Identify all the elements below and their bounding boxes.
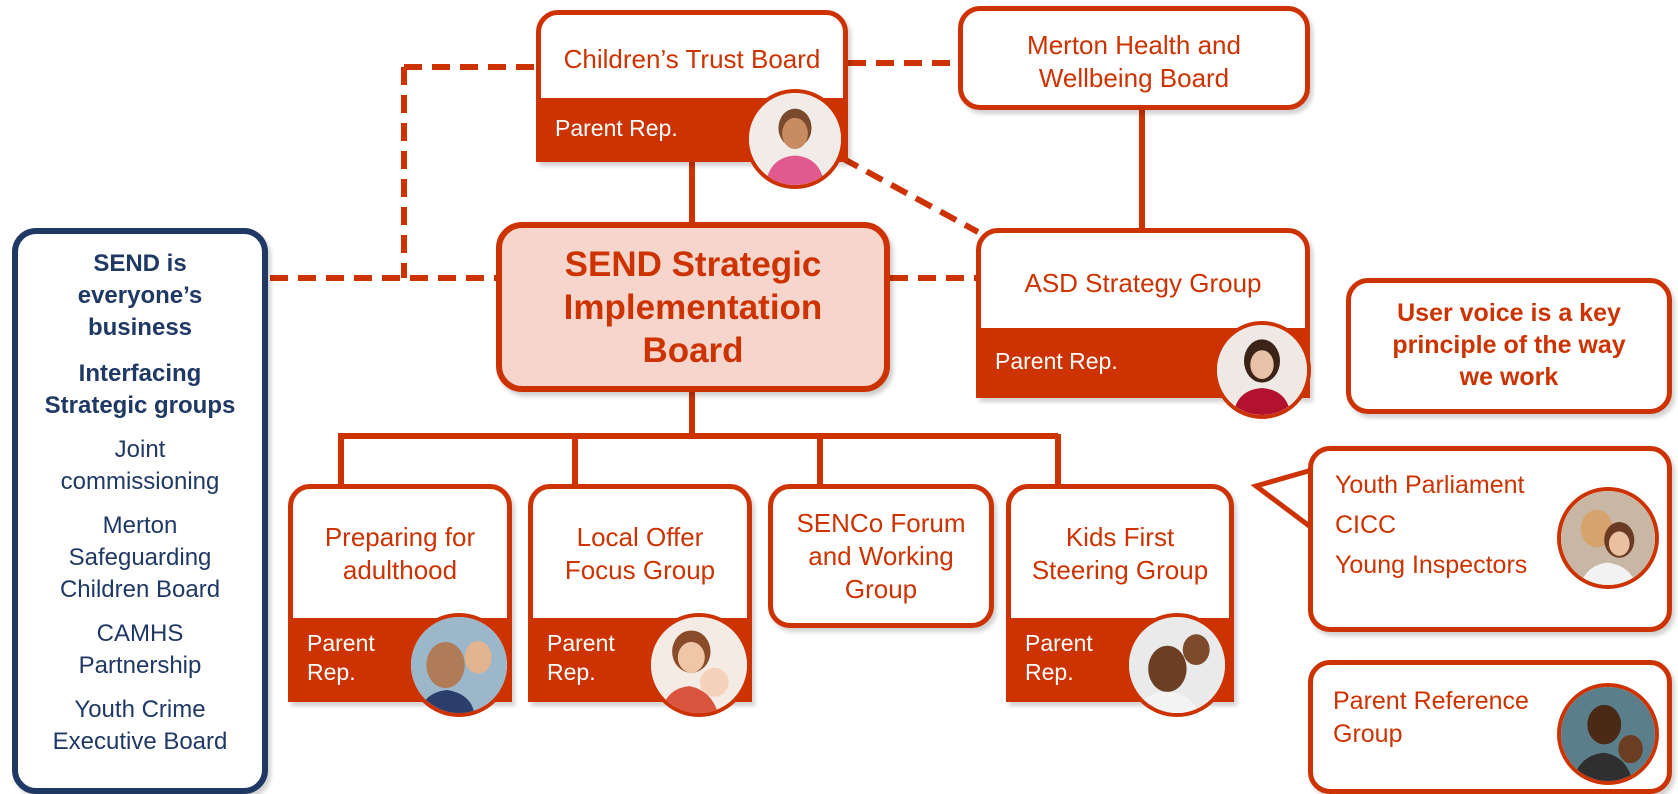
left-panel-interfacing-groups: SEND is everyone’s business Interfacing … <box>12 228 268 794</box>
left-panel-item-line: Merton <box>102 512 178 539</box>
youth-item: CICC <box>1335 511 1397 539</box>
parent-rep-line-2: Rep. <box>547 659 596 685</box>
group-title-line-2: Steering Group <box>1031 555 1209 585</box>
left-panel-item: CAMHS Partnership <box>18 618 262 682</box>
left-panel-item: Youth Crime Executive Board <box>18 694 262 758</box>
parent-ref-line-2: Group <box>1333 720 1403 748</box>
parent-rep-line-2: Rep. <box>307 659 356 685</box>
group-title: Local Offer Focus Group <box>533 489 747 619</box>
youth-item: Young Inspectors <box>1335 551 1528 579</box>
parent-reference-group: Parent Reference Group <box>1308 660 1672 794</box>
left-panel-heading-line-3: business <box>87 314 193 341</box>
parent-rep-line-1: Parent <box>1025 630 1093 656</box>
left-panel-item-line: Youth Crime <box>74 696 206 723</box>
person-photo-icon <box>647 613 751 717</box>
parent-rep-line-1: Parent <box>307 630 375 656</box>
left-panel-item-line: Safeguarding <box>68 544 212 571</box>
user-voice-line-2: principle of the way <box>1392 331 1626 359</box>
group-title-line-1: Kids First <box>1065 522 1175 552</box>
group-title: Kids First Steering Group <box>1011 489 1229 619</box>
left-panel-item-line: commissioning <box>60 468 220 495</box>
left-panel-item-line: Children Board <box>59 576 221 603</box>
childrens-trust-title: Children’s Trust Board <box>563 43 821 74</box>
group-title-line-2: and Working <box>808 541 954 571</box>
user-voice-line-1: User voice is a key <box>1397 299 1621 327</box>
merton-health-line-1: Merton Health and <box>1027 30 1241 60</box>
user-voice-line-3: we work <box>1459 363 1559 391</box>
youth-groups-box: Youth Parliament CICC Young Inspectors <box>1308 446 1672 632</box>
group-title-line-1: SENCo Forum <box>796 508 966 538</box>
left-panel-heading: SEND is everyone’s business <box>18 248 262 344</box>
person-photo-icon <box>1557 487 1659 589</box>
send-board-line-2: Implementation <box>563 287 823 327</box>
asd-strategy-group: ASD Strategy Group Parent Rep. <box>976 228 1311 419</box>
left-panel-subheading-line-1: Interfacing <box>78 360 202 387</box>
group-title-line-2: adulthood <box>342 555 458 585</box>
parent-ref-line-1: Parent Reference <box>1333 687 1529 715</box>
user-voice-box: User voice is a key principle of the way… <box>1346 278 1672 414</box>
left-panel-item-line: Joint <box>114 436 166 463</box>
person-photo-icon <box>1125 613 1229 717</box>
group-local-offer: Local Offer Focus Group Parent Rep. <box>528 484 752 717</box>
group-kids-first: Kids First Steering Group Parent Rep. <box>1006 484 1234 717</box>
left-panel-item: Joint commissioning <box>18 434 262 498</box>
left-panel-heading-line-2: everyone’s <box>77 282 203 309</box>
person-photo-icon <box>1213 321 1311 419</box>
group-senco-forum: SENCo Forum and Working Group <box>768 484 994 628</box>
group-title-line-1: Preparing for <box>324 522 476 552</box>
person-photo-icon <box>407 613 511 717</box>
dash-trust-to-asd <box>840 155 980 235</box>
left-panel-subheading: Interfacing Strategic groups <box>18 358 262 422</box>
merton-health-line-2: Wellbeing Board <box>1038 63 1230 93</box>
childrens-trust-board: Children’s Trust Board Parent Rep. <box>536 10 848 189</box>
youth-list: Youth Parliament CICC Young Inspectors <box>1335 465 1667 585</box>
parent-rep-line-2: Rep. <box>1025 659 1074 685</box>
asd-title: ASD Strategy Group <box>1024 267 1262 298</box>
send-board-line-3: Board <box>642 330 744 370</box>
merton-health-wellbeing-board: Merton Health and Wellbeing Board <box>958 6 1310 110</box>
parent-rep-line-1: Parent <box>547 630 615 656</box>
group-title: Preparing for adulthood <box>293 489 507 619</box>
group-title-line-2: Focus Group <box>564 555 716 585</box>
person-photo-icon <box>1557 683 1659 785</box>
person-photo-icon <box>745 89 845 189</box>
parent-rep-label: Parent Rep. <box>555 114 678 141</box>
group-preparing-adulthood: Preparing for adulthood Parent Rep. <box>288 484 512 717</box>
left-panel-item-line: Partnership <box>78 652 202 679</box>
left-panel-heading-line-1: SEND is <box>93 250 187 277</box>
left-panel-item-line: Executive Board <box>52 728 228 755</box>
group-title-line-3: Group <box>844 574 918 604</box>
group-title-line-1: Local Offer <box>576 522 704 552</box>
left-panel-subheading-line-2: Strategic groups <box>44 392 236 419</box>
left-panel-item: Merton Safeguarding Children Board <box>18 510 262 606</box>
left-panel-item-line: CAMHS <box>96 620 184 647</box>
parent-rep-label: Parent Rep. <box>995 347 1118 374</box>
send-strategic-board: SEND Strategic Implementation Board <box>496 222 890 392</box>
youth-item: Youth Parliament <box>1335 471 1525 499</box>
send-board-line-1: SEND Strategic <box>564 244 822 284</box>
